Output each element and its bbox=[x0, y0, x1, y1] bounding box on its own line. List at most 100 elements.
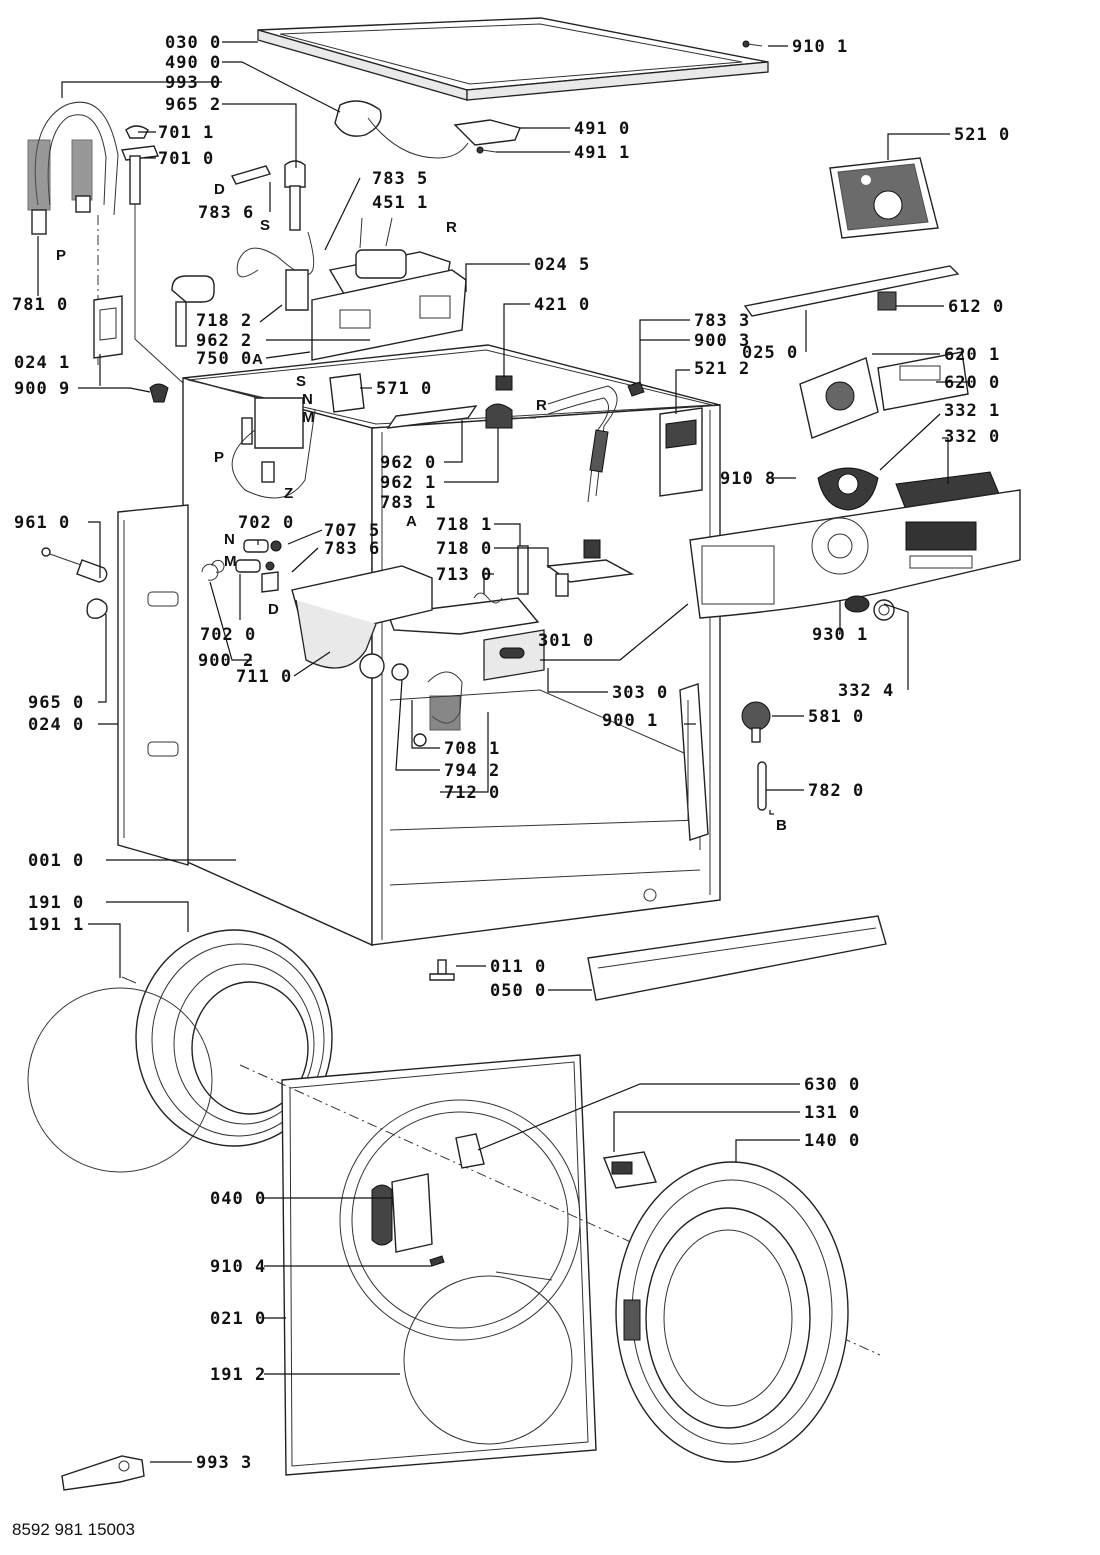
hose-connector bbox=[171, 275, 215, 347]
label-712-0: 712 0 bbox=[444, 783, 500, 803]
label-581-0: 581 0 bbox=[808, 707, 864, 727]
connector-421-0 bbox=[495, 375, 513, 391]
label-962-1: 962 1 bbox=[380, 473, 436, 493]
label-961-0: 961 0 bbox=[14, 513, 70, 533]
label-783-3: 783 3 bbox=[694, 311, 750, 331]
label-612-0: 612 0 bbox=[948, 297, 1004, 317]
label-451-1: 451 1 bbox=[372, 193, 428, 213]
label-332-1: 332 1 bbox=[944, 401, 1000, 421]
label-303-0: 303 0 bbox=[612, 683, 668, 703]
label-521-2: 521 2 bbox=[694, 359, 750, 379]
letter-m-valve: M bbox=[302, 409, 315, 426]
document-code: 8592 981 15003 bbox=[12, 1520, 135, 1539]
label-962-2: 962 2 bbox=[196, 331, 252, 351]
letter-n-mid: N bbox=[224, 531, 235, 548]
label-993-3: 993 3 bbox=[196, 1453, 252, 1473]
label-718-0: 718 0 bbox=[436, 539, 492, 559]
label-025-0: 025 0 bbox=[742, 343, 798, 363]
letter-n-valve: N bbox=[302, 391, 313, 408]
service-tool bbox=[61, 1455, 145, 1491]
label-620-1: 620 1 bbox=[944, 345, 1000, 365]
label-050-0: 050 0 bbox=[490, 981, 546, 1001]
water-valve-assembly bbox=[285, 217, 467, 361]
label-782-0: 782 0 bbox=[808, 781, 864, 801]
control-board bbox=[829, 157, 939, 239]
label-191-0: 191 0 bbox=[28, 893, 84, 913]
top-rail bbox=[743, 265, 960, 317]
letter-r-hose: R bbox=[536, 397, 547, 414]
switch-131-0 bbox=[603, 1151, 657, 1189]
label-783-6-top: 783 6 bbox=[198, 203, 254, 223]
label-571-0: 571 0 bbox=[376, 379, 432, 399]
label-781-0: 781 0 bbox=[12, 295, 68, 315]
label-962-0: 962 0 bbox=[380, 453, 436, 473]
label-711-0: 711 0 bbox=[236, 667, 292, 687]
label-900-1: 900 1 bbox=[602, 711, 658, 731]
small-cylinders bbox=[201, 539, 282, 593]
label-491-0: 491 0 bbox=[574, 119, 630, 139]
label-702-0-top: 702 0 bbox=[238, 513, 294, 533]
label-993-0: 993 0 bbox=[165, 73, 221, 93]
bracket-024-1 bbox=[93, 295, 123, 359]
foot bbox=[429, 959, 455, 981]
label-332-0: 332 0 bbox=[944, 427, 1000, 447]
letter-r-top: R bbox=[446, 219, 457, 236]
label-521-0: 521 0 bbox=[954, 125, 1010, 145]
knob bbox=[844, 595, 895, 621]
label-021-0: 021 0 bbox=[210, 1309, 266, 1329]
label-131-0: 131 0 bbox=[804, 1103, 860, 1123]
label-011-0: 011 0 bbox=[490, 957, 546, 977]
label-965-2: 965 2 bbox=[165, 95, 221, 115]
label-900-2: 900 2 bbox=[198, 651, 254, 671]
letter-s-top: S bbox=[260, 217, 270, 234]
label-040-0: 040 0 bbox=[210, 1189, 266, 1209]
connector-783-6 bbox=[230, 160, 315, 278]
connection-letters: P P D D S S R R A A N N M M Z B bbox=[56, 181, 787, 834]
label-708-1: 708 1 bbox=[444, 739, 500, 759]
label-910-4: 910 4 bbox=[210, 1257, 266, 1277]
letter-p-top: P bbox=[56, 247, 66, 264]
letter-z: Z bbox=[284, 485, 293, 502]
label-900-3: 900 3 bbox=[694, 331, 750, 351]
pressure-switch bbox=[485, 403, 536, 429]
display-boards bbox=[799, 351, 969, 439]
bellows-hose bbox=[391, 663, 463, 747]
label-191-2: 191 2 bbox=[210, 1365, 266, 1385]
letter-d-top: D bbox=[214, 181, 225, 198]
plinth bbox=[587, 915, 887, 1001]
drain-hose bbox=[27, 101, 119, 365]
letter-p-cabinet: P bbox=[214, 449, 224, 466]
label-707-5: 707 5 bbox=[324, 521, 380, 541]
screw-910-4 bbox=[429, 1255, 445, 1267]
label-750-0: 750 0 bbox=[196, 349, 252, 369]
letter-s-valve: S bbox=[296, 373, 306, 390]
power-cord bbox=[334, 100, 521, 159]
label-783-1: 783 1 bbox=[380, 493, 436, 513]
module-521-2 bbox=[627, 381, 703, 497]
leader-lines bbox=[37, 41, 968, 1463]
rod-782-0 bbox=[757, 761, 767, 811]
label-900-9: 900 9 bbox=[14, 379, 70, 399]
letter-d-mid: D bbox=[268, 601, 279, 618]
label-965-0: 965 0 bbox=[28, 693, 84, 713]
label-490-0: 490 0 bbox=[165, 53, 221, 73]
label-024-5: 024 5 bbox=[534, 255, 590, 275]
top-lid bbox=[257, 17, 769, 101]
door bbox=[615, 1161, 849, 1463]
detergent-box bbox=[291, 565, 433, 679]
label-930-1: 930 1 bbox=[812, 625, 868, 645]
side-panel bbox=[117, 504, 189, 866]
seal-wire bbox=[27, 976, 213, 1173]
label-024-1: 024 1 bbox=[14, 353, 70, 373]
screw-910-1 bbox=[742, 40, 763, 48]
front-seal-wire bbox=[403, 1271, 573, 1445]
label-620-0: 620 0 bbox=[944, 373, 1000, 393]
label-191-1: 191 1 bbox=[28, 915, 84, 935]
label-001-0: 001 0 bbox=[28, 851, 84, 871]
hose-783-3 bbox=[547, 385, 618, 503]
label-794-2: 794 2 bbox=[444, 761, 500, 781]
selector-gasket bbox=[817, 467, 879, 511]
letter-a-top: A bbox=[252, 351, 263, 368]
letter-b: B bbox=[776, 817, 787, 834]
pump-581-0 bbox=[741, 701, 771, 743]
